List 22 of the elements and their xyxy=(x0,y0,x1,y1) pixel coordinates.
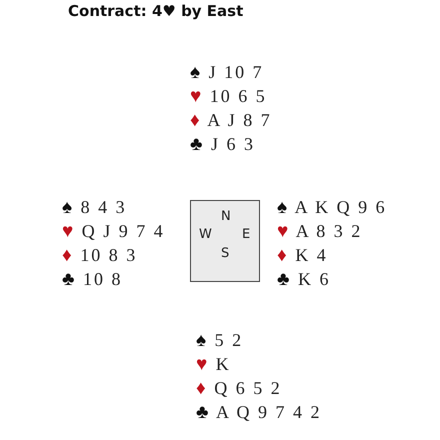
suit-holding: ♠ 8 4 3 xyxy=(62,196,127,220)
suit-holding: ♥ K xyxy=(196,353,231,377)
suit-holding: ♣ K 6 xyxy=(277,268,330,292)
contract-heading: Contract: 4♥ by East xyxy=(68,2,244,20)
suit-holding: ♦ Q 6 5 2 xyxy=(196,377,282,401)
suit-holding: ♠ 5 2 xyxy=(196,329,244,353)
compass-letter: S xyxy=(221,246,230,261)
suit-holding: ♣ A Q 9 7 4 2 xyxy=(196,401,322,425)
suit-holding: ♥ 10 6 5 xyxy=(190,85,267,109)
suit-holding: ♠ A K Q 9 6 xyxy=(277,196,387,220)
suit-holding: ♦ K 4 xyxy=(277,244,328,268)
compass-box xyxy=(190,200,260,282)
suit-holding: ♥ Q J 9 7 4 xyxy=(62,220,165,244)
suit-holding: ♣ 10 8 xyxy=(62,268,122,292)
suit-holding: ♠ J 10 7 xyxy=(190,61,264,85)
compass-letter: E xyxy=(242,227,250,242)
suit-holding: ♦ A J 8 7 xyxy=(190,109,272,133)
compass-letter: W xyxy=(199,227,212,242)
compass-letter: N xyxy=(221,209,231,224)
suit-holding: ♥ A 8 3 2 xyxy=(277,220,362,244)
suit-holding: ♣ J 6 3 xyxy=(190,133,255,157)
suit-holding: ♦ 10 8 3 xyxy=(62,244,138,268)
